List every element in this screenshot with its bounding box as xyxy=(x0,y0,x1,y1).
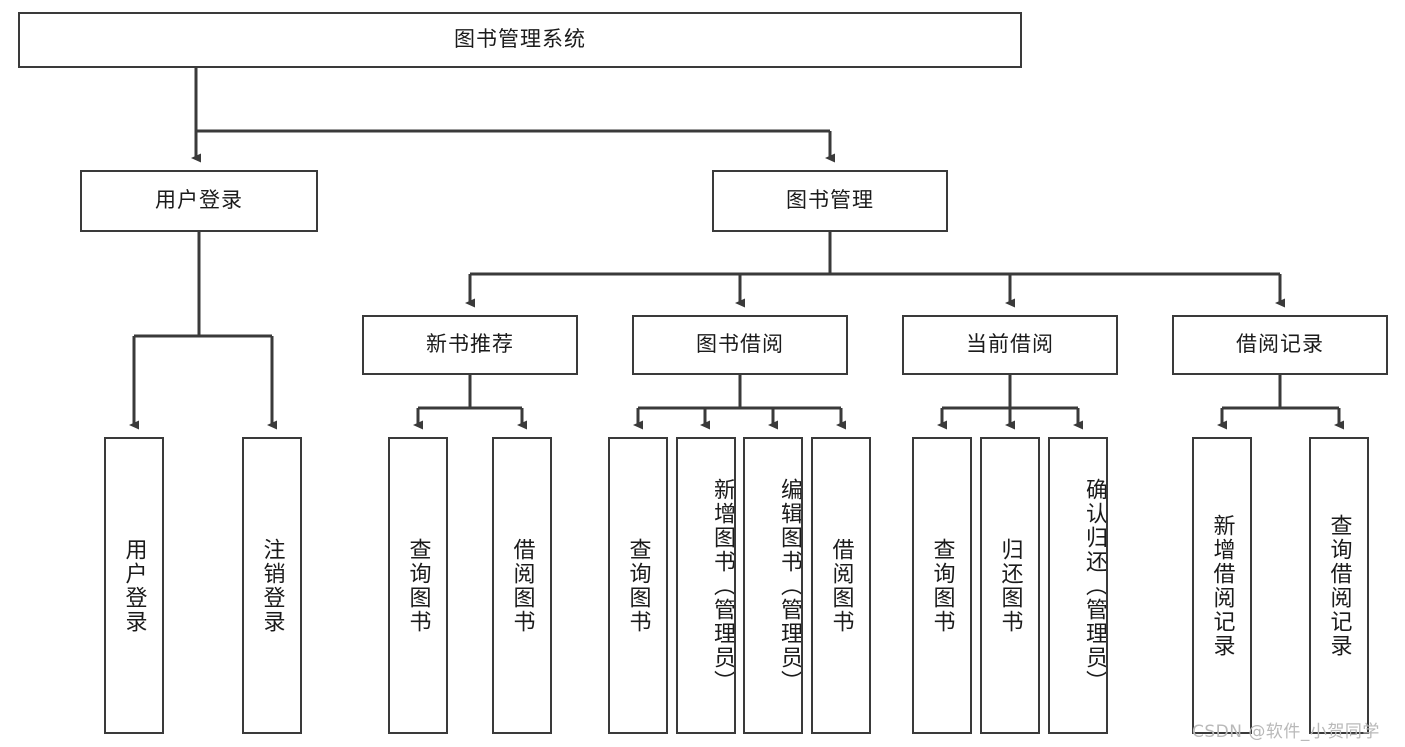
node-root[interactable]: 图书管理系统 xyxy=(18,12,1022,68)
leaf-return-book-label: 归还图书 xyxy=(997,537,1023,634)
node-new-book-recommend-label: 新书推荐 xyxy=(426,332,514,357)
node-borrow-record-label: 借阅记录 xyxy=(1236,332,1324,357)
leaf-user-login-label: 用户登录 xyxy=(121,537,147,634)
leaf-query-book-1[interactable]: 查询图书 xyxy=(388,437,448,734)
node-borrow-record[interactable]: 借阅记录 xyxy=(1172,315,1388,375)
leaf-query-record-label: 查询借阅记录 xyxy=(1326,513,1352,658)
leaf-add-record[interactable]: 新增借阅记录 xyxy=(1192,437,1252,734)
leaf-query-book-3-label: 查询图书 xyxy=(929,537,955,634)
node-new-book-recommend[interactable]: 新书推荐 xyxy=(362,315,578,375)
leaf-borrow-book-1-label: 借阅图书 xyxy=(509,537,535,634)
leaf-logout[interactable]: 注销登录 xyxy=(242,437,302,734)
leaf-edit-book[interactable]: 编辑图书（管理员） xyxy=(743,437,803,734)
leaf-borrow-book-2[interactable]: 借阅图书 xyxy=(811,437,871,734)
leaf-add-record-label: 新增借阅记录 xyxy=(1209,513,1235,658)
leaf-query-book-3[interactable]: 查询图书 xyxy=(912,437,972,734)
node-user-login-label: 用户登录 xyxy=(155,188,243,213)
node-root-label: 图书管理系统 xyxy=(454,27,586,52)
leaf-borrow-book-1[interactable]: 借阅图书 xyxy=(492,437,552,734)
leaf-query-book-2-label: 查询图书 xyxy=(625,537,651,634)
node-current-borrow-label: 当前借阅 xyxy=(966,332,1054,357)
node-current-borrow[interactable]: 当前借阅 xyxy=(902,315,1118,375)
node-book-management[interactable]: 图书管理 xyxy=(712,170,948,232)
leaf-logout-label: 注销登录 xyxy=(259,537,285,634)
leaf-confirm-return-label: 确认归还（管理员） xyxy=(1082,477,1107,694)
node-book-borrow-label: 图书借阅 xyxy=(696,332,784,357)
node-book-management-label: 图书管理 xyxy=(786,188,874,213)
leaf-query-record[interactable]: 查询借阅记录 xyxy=(1309,437,1369,734)
leaf-add-book-label: 新增图书（管理员） xyxy=(710,477,735,694)
leaf-borrow-book-2-label: 借阅图书 xyxy=(828,537,854,634)
csdn-watermark: CSDN @软件_小贺同学 xyxy=(1192,722,1380,742)
node-book-borrow[interactable]: 图书借阅 xyxy=(632,315,848,375)
leaf-return-book[interactable]: 归还图书 xyxy=(980,437,1040,734)
leaf-edit-book-label: 编辑图书（管理员） xyxy=(777,477,802,694)
leaf-user-login[interactable]: 用户登录 xyxy=(104,437,164,734)
leaf-query-book-2[interactable]: 查询图书 xyxy=(608,437,668,734)
leaf-query-book-1-label: 查询图书 xyxy=(405,537,431,634)
leaf-add-book[interactable]: 新增图书（管理员） xyxy=(676,437,736,734)
leaf-confirm-return[interactable]: 确认归还（管理员） xyxy=(1048,437,1108,734)
node-user-login[interactable]: 用户登录 xyxy=(80,170,318,232)
